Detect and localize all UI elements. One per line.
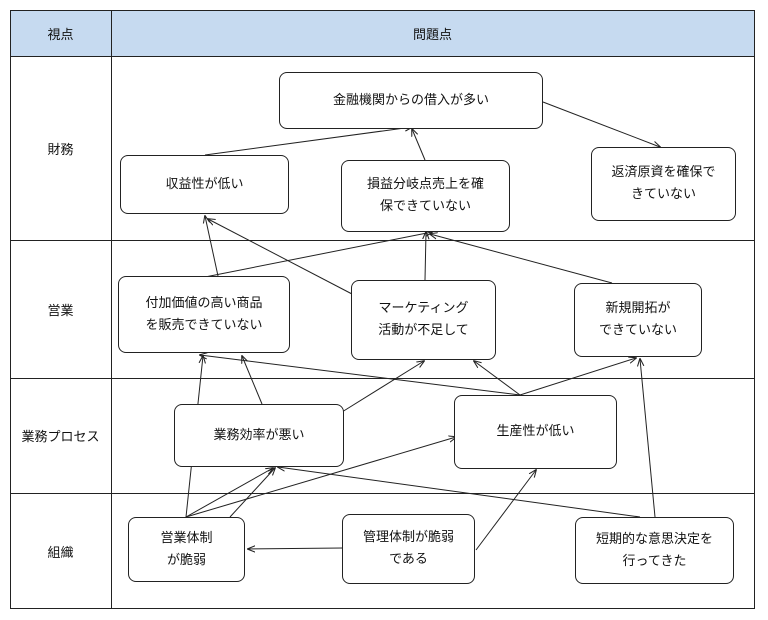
box-text: 業務効率が悪い (213, 427, 305, 443)
box-text: 活動が不足して (378, 323, 469, 338)
box-repayment: 返済原資を確保で きていない (591, 147, 736, 221)
box-text: を販売できていない (145, 317, 263, 333)
box-text: 付加価値の高い商品 (145, 295, 263, 311)
box-low-profitability: 収益性が低い (120, 155, 289, 214)
box-text: 管理体制が脆弱 (362, 530, 454, 545)
box-management-organization: 管理体制が脆弱 である (342, 514, 475, 584)
row-label-process: 業務プロセス (21, 430, 100, 445)
row-label-organization: 組織 (47, 545, 74, 561)
box-text: できていない (598, 323, 677, 338)
box-text: きていない (630, 187, 696, 202)
box-borrowing: 金融機関からの借入が多い (279, 72, 543, 129)
box-text: 損益分岐点売上を確 (366, 177, 484, 192)
box-text: 行ってきた (622, 553, 687, 569)
box-new-sales: 新規開拓が できていない (574, 283, 702, 357)
box-sales-organization: 営業体制 が脆弱 (128, 517, 245, 582)
box-text: 保できていない (379, 199, 471, 214)
box-breakeven: 損益分岐点売上を確 保できていない (341, 160, 510, 232)
box-text: が脆弱 (166, 552, 206, 568)
box-marketing: マーケティング 活動が不足して (351, 280, 496, 360)
box-productivity: 生産性が低い (454, 395, 617, 469)
box-text: 新規開拓が (605, 301, 671, 316)
header-viewpoint: 視点 (47, 27, 74, 43)
box-text: 生産性が低い (496, 424, 575, 439)
box-work-efficiency: 業務効率が悪い (174, 404, 344, 467)
row-label-sales: 営業 (47, 303, 74, 319)
row-label-finance: 財務 (47, 142, 74, 158)
box-text: である (389, 552, 428, 567)
box-text: 収益性が低い (165, 176, 244, 192)
box-text: 金融機関からの借入が多い (332, 92, 489, 108)
box-text: 返済原資を確保で (611, 165, 716, 180)
box-text: マーケティング (378, 301, 469, 316)
box-short-term-decisions: 短期的な意思決定を 行ってきた (575, 517, 734, 584)
header-problems: 問題点 (412, 27, 452, 43)
box-high-value-products: 付加価値の高い商品 を販売できていない (118, 276, 290, 353)
box-text: 短期的な意思決定を (595, 531, 713, 547)
box-text: 営業体制 (160, 530, 213, 546)
